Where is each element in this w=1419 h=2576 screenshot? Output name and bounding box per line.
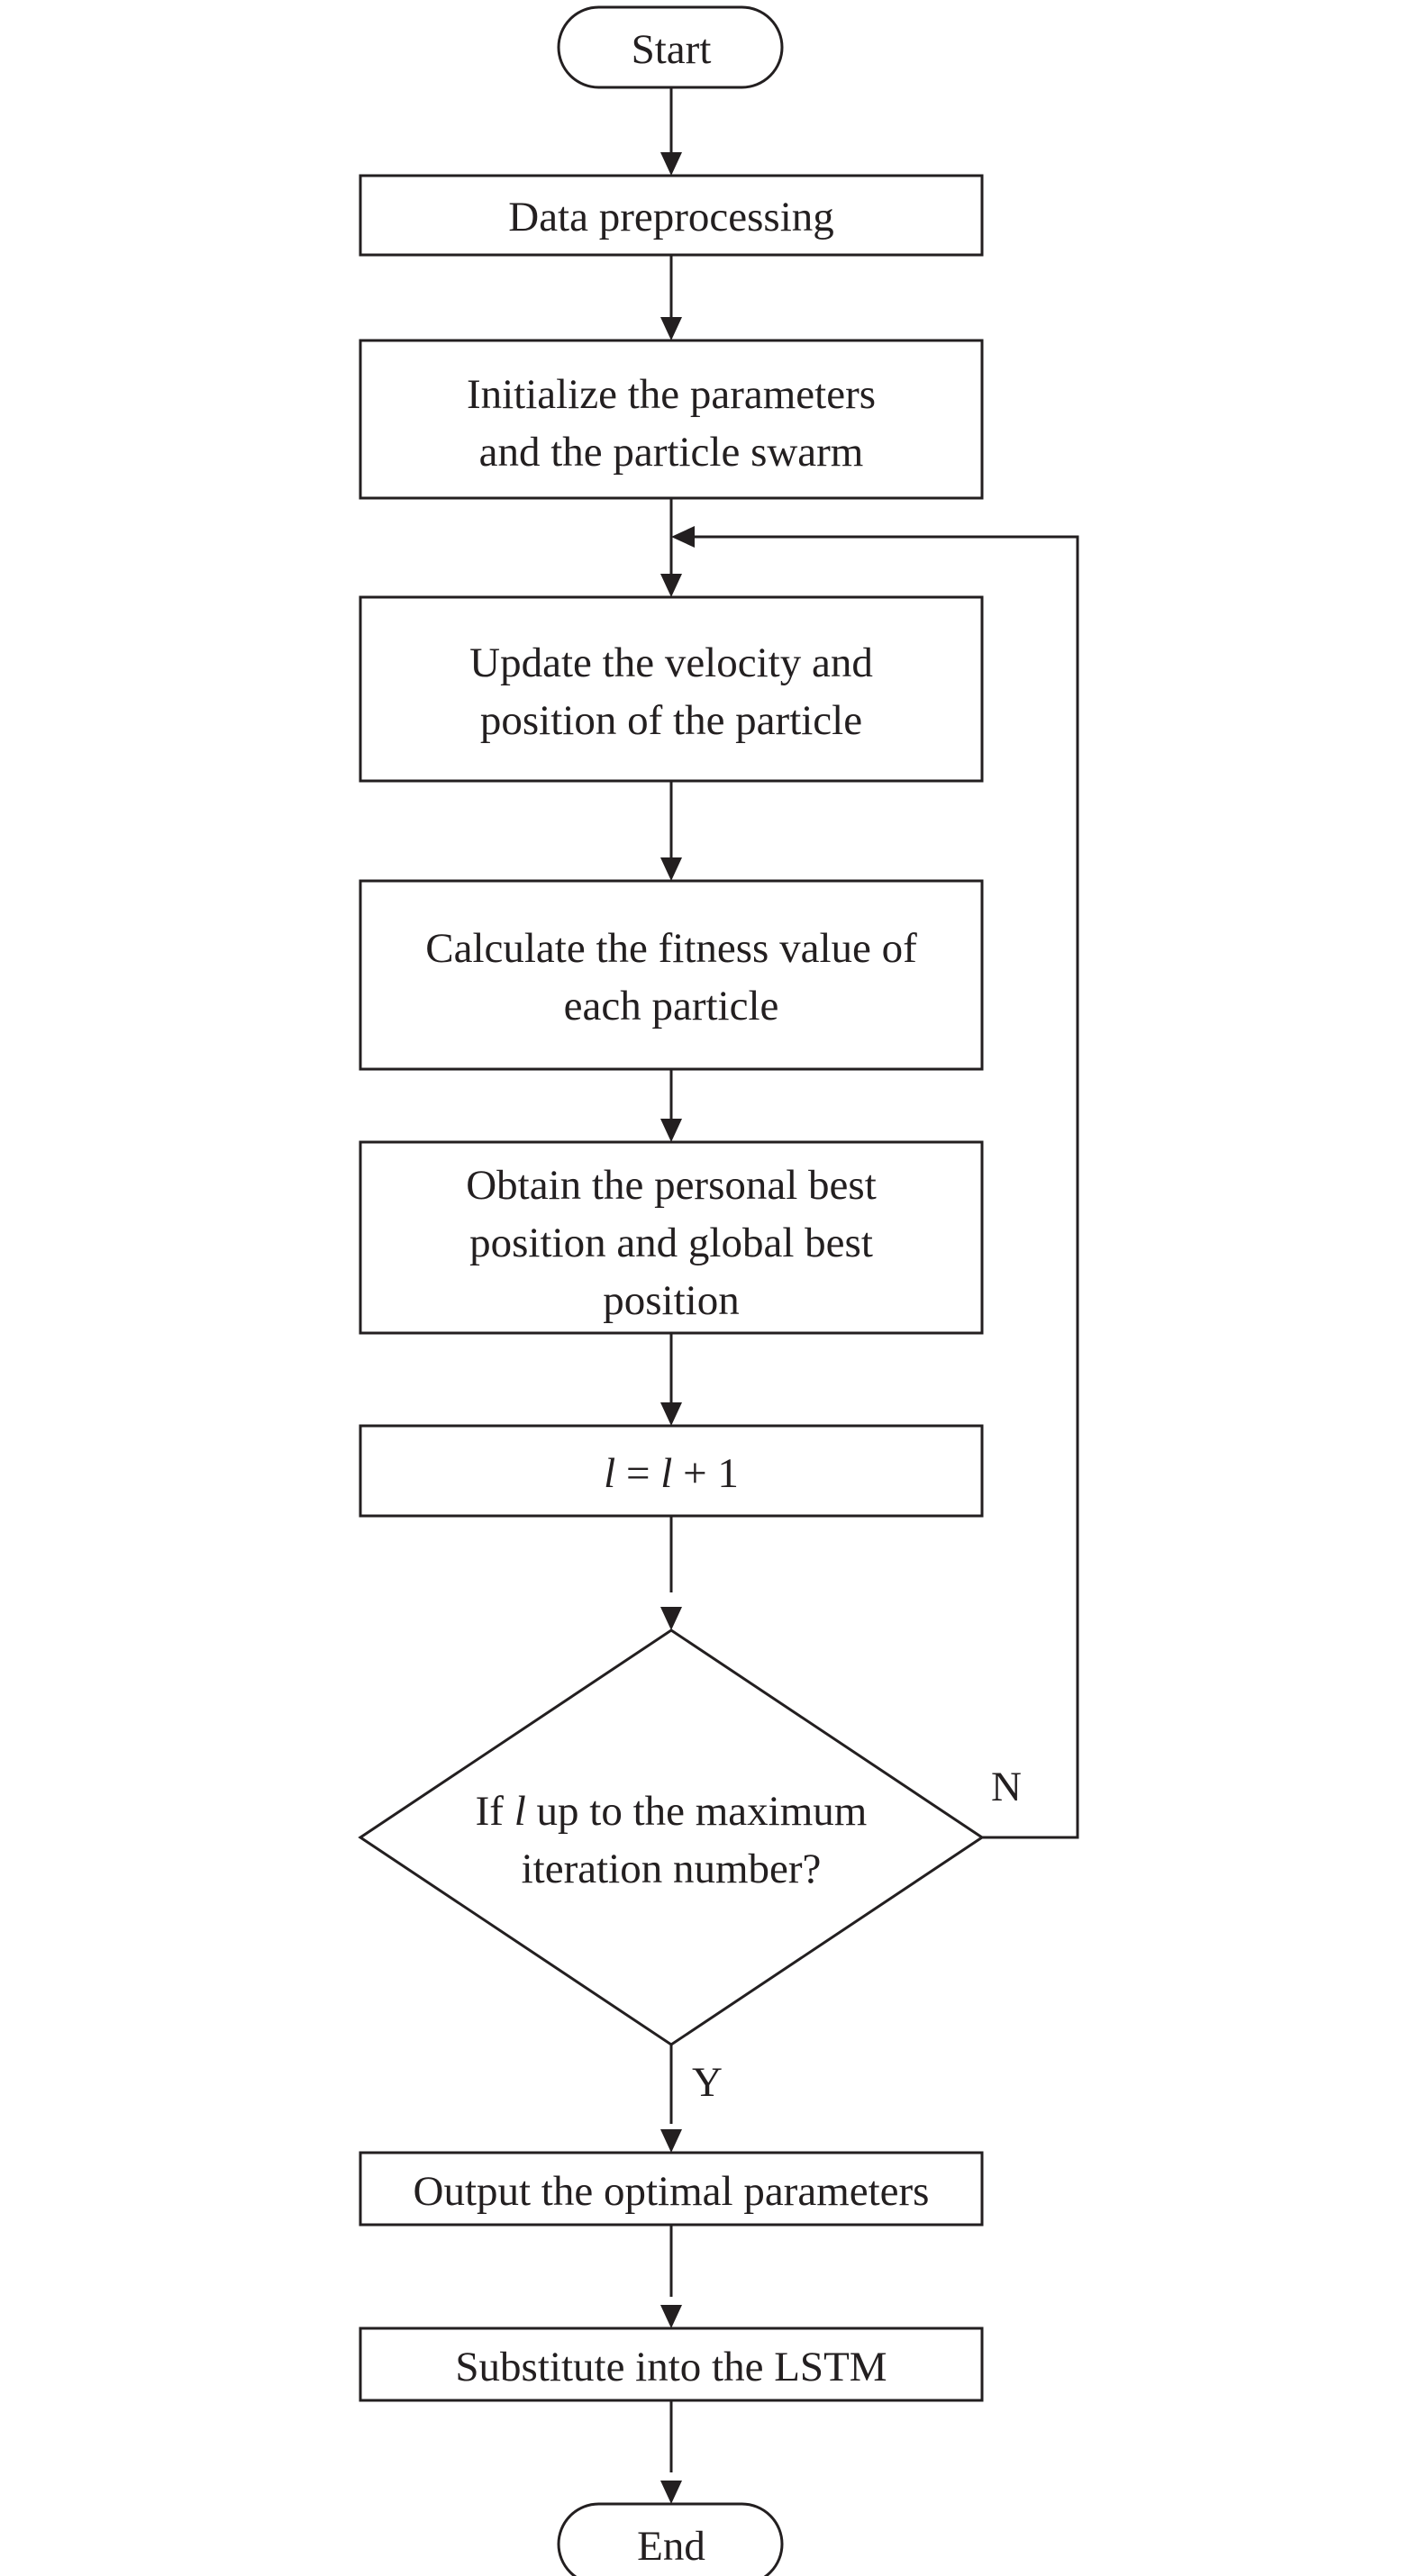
arrowhead xyxy=(660,2129,682,2153)
label-line: Substitute into the LSTM xyxy=(455,2344,887,2390)
substitute-box xyxy=(359,2327,984,2402)
label-line: Calculate the fitness value of xyxy=(425,925,917,972)
label-line: position of the particle xyxy=(480,697,862,744)
loop-arrowhead xyxy=(671,526,695,548)
arrowhead xyxy=(660,857,682,881)
arrowhead xyxy=(660,2305,682,2328)
label-line: Start xyxy=(632,26,712,73)
preprocess-box xyxy=(359,174,984,257)
label-segment: = xyxy=(615,1450,660,1497)
label-line: End xyxy=(637,2523,705,2570)
label-line: iteration number? xyxy=(522,1846,822,1892)
edge-labels: N Y xyxy=(692,1764,1022,2106)
edge-label-yes: Y xyxy=(692,2059,723,2106)
increment-label: l = l + 1 xyxy=(604,1450,739,1497)
best-box xyxy=(359,1140,984,1335)
label-segment: + 1 xyxy=(672,1450,739,1497)
arrowhead xyxy=(660,1119,682,1142)
preprocess-label: Data preprocessing xyxy=(508,194,834,240)
label-line: position xyxy=(603,1277,739,1324)
init-label: Initialize the parameters and the particl… xyxy=(467,371,876,476)
arrowhead xyxy=(660,152,682,176)
label-line: Output the optimal parameters xyxy=(414,2168,930,2215)
label-line: Data preprocessing xyxy=(508,194,834,240)
label-line: l = l + 1 xyxy=(604,1450,739,1497)
label-line: position and global best xyxy=(469,1220,873,1266)
decision-diamond xyxy=(358,1628,985,2046)
output-box xyxy=(359,2151,984,2227)
fitness-box xyxy=(359,879,984,1071)
init-box xyxy=(359,339,984,500)
decision-label: If l up to the maximum iteration number? xyxy=(476,1788,868,1892)
edge-decision-loop-back xyxy=(692,535,1079,1839)
node-shapes xyxy=(358,5,985,2576)
update-box xyxy=(359,595,984,783)
output-label: Output the optimal parameters xyxy=(414,2168,930,2215)
label-line: If l up to the maximum xyxy=(476,1788,868,1835)
end-terminal xyxy=(557,2502,784,2576)
edge-label-no: N xyxy=(991,1764,1022,1810)
label-line: Initialize the parameters xyxy=(467,371,876,418)
arrowhead xyxy=(660,2481,682,2504)
label-line: each particle xyxy=(564,983,779,1029)
fitness-label: Calculate the fitness value of each parti… xyxy=(425,925,917,1029)
update-label: Update the velocity and position of the p… xyxy=(469,639,873,744)
end-label: End xyxy=(637,2523,705,2570)
label-segment: If xyxy=(476,1788,514,1835)
label-line: Obtain the personal best xyxy=(466,1162,877,1209)
arrowhead xyxy=(660,574,682,597)
label-segment: up to the maximum xyxy=(526,1788,868,1835)
arrowhead xyxy=(660,1607,682,1630)
italic-variable: l xyxy=(604,1450,615,1497)
start-terminal xyxy=(557,5,784,89)
substitute-label: Substitute into the LSTM xyxy=(455,2344,887,2390)
arrowhead xyxy=(660,1402,682,1426)
connectors xyxy=(660,87,1079,2504)
best-label: Obtain the personal best position and glo… xyxy=(466,1162,877,1324)
increment-box xyxy=(359,1424,984,1518)
label-line: Update the velocity and xyxy=(469,639,873,686)
italic-variable: l xyxy=(514,1788,526,1835)
start-label: Start xyxy=(632,26,712,73)
arrowhead xyxy=(660,317,682,340)
label-line: and the particle swarm xyxy=(479,429,864,476)
italic-variable: l xyxy=(660,1450,672,1497)
